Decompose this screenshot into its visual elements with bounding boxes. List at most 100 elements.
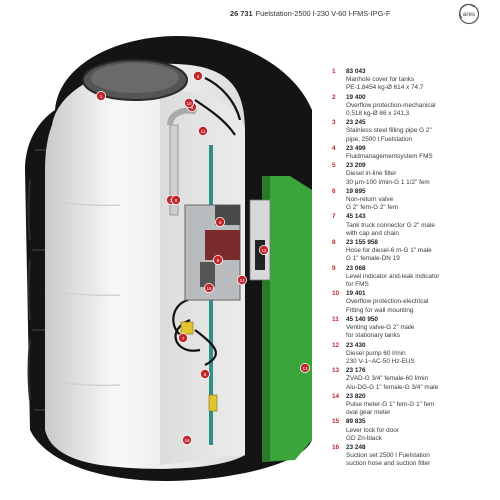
part-code: 23 209 xyxy=(346,162,366,170)
part-description: Overflow protection-electrical Fitting f… xyxy=(346,298,429,314)
part-code: 23 068 xyxy=(346,264,366,272)
part-number: 11 xyxy=(332,315,339,323)
callout-number: 5 xyxy=(191,105,194,110)
part-number: 7 xyxy=(332,213,336,221)
callout-number: 1 xyxy=(100,94,103,99)
callout-marker: 6 xyxy=(212,254,223,265)
part-code: 83 043 xyxy=(346,68,366,75)
part-number: 1 xyxy=(332,68,336,75)
part-description: Tank truck connector G 2" male with cap … xyxy=(346,221,435,237)
filling-pipe xyxy=(169,124,179,216)
part-number: 4 xyxy=(332,144,336,152)
brand-text: ares xyxy=(463,11,475,18)
callout-marker: 15 xyxy=(203,282,214,293)
callout-number: 9 xyxy=(175,198,178,203)
part-number: 14 xyxy=(332,392,340,400)
part-number: 16 xyxy=(332,443,340,451)
part-code: 45 140 950 xyxy=(346,315,378,323)
callout-number: 13 xyxy=(302,366,308,371)
part-description: Stainless steel filling pipe G 2" pipe, … xyxy=(346,127,432,143)
part-description: Diesel pump 60 l/min 230 V-1~AC-50 Hz-EU… xyxy=(346,349,415,365)
product-title: Fuelstation-2500 l-230 V-60 l-FMS-IPG-F xyxy=(255,9,391,18)
part-number: 8 xyxy=(332,239,336,247)
callout-number: 11 xyxy=(201,129,206,134)
part-number: 12 xyxy=(332,341,340,349)
part-number: 5 xyxy=(332,162,336,170)
callout-marker: 8 xyxy=(199,368,210,379)
part-code: 23 155 958 xyxy=(346,239,378,247)
part-code: 89 835 xyxy=(346,418,366,426)
callout-marker: 9 xyxy=(170,194,181,205)
part-code: 19 400 xyxy=(346,93,366,101)
part-code: 23 245 xyxy=(346,119,366,127)
part-code: 19 895 xyxy=(346,187,366,195)
callout-number: 15 xyxy=(206,286,212,291)
part-code: 23 248 xyxy=(346,443,366,451)
callout-number: 12 xyxy=(261,248,267,253)
callout-marker: 4 xyxy=(214,216,225,227)
part-number: 15 xyxy=(332,418,340,426)
callout-number: 6 xyxy=(217,258,220,263)
part-description: Fluidmanagementsystem FMS xyxy=(346,153,433,161)
part-code: 19 401 xyxy=(346,290,366,298)
part-description: ZVAD-G 3/4" female-60 l/min Alu-DG-G 1" … xyxy=(346,375,439,391)
part-description: Overflow protection-mechanical 0,518 kg-… xyxy=(346,101,436,118)
part-description: Level indicator and-leak indicator for F… xyxy=(346,272,440,289)
product-code: 26 731 xyxy=(230,9,253,18)
part-code: 23 430 xyxy=(346,341,366,349)
part-description: Lever lock for door GD Zn-black xyxy=(346,426,399,442)
part-code: 23 820 xyxy=(346,392,366,400)
callout-marker: 10 xyxy=(183,98,194,109)
callout-number: 7 xyxy=(182,336,185,341)
callout-marker: 14 xyxy=(236,274,247,285)
part-number: 10 xyxy=(332,290,340,298)
callout-marker: 12 xyxy=(258,244,269,255)
callout-marker: 2 xyxy=(192,71,203,82)
part-number: 9 xyxy=(332,264,336,272)
callout-marker: 16 xyxy=(181,434,192,445)
callout-marker: 1 xyxy=(96,91,107,102)
part-description: Manhole cover for tanks PE-1,8454 kg-Ø 6… xyxy=(346,76,424,92)
callout-number: 16 xyxy=(184,438,190,443)
part-description: Pulse meter-G 1" fem-G 1" fem oval gear … xyxy=(346,400,435,417)
ares-logo: ares xyxy=(458,3,480,25)
part-number: 6 xyxy=(332,187,336,195)
callout-marker: 11 xyxy=(197,126,208,137)
callout-number: 4 xyxy=(219,220,222,225)
callout-marker: 13 xyxy=(299,362,310,373)
part-description: Hose for diesel-6 m-G 1" male G 1" femal… xyxy=(346,247,432,263)
inner-tank-ribs xyxy=(45,199,121,387)
part-code: 23 499 xyxy=(346,144,366,152)
part-number: 3 xyxy=(332,119,336,127)
hose-nozzle xyxy=(208,394,218,412)
part-description: Suction set 2500 l Fuelstation suction h… xyxy=(346,452,431,468)
callout-number: 2 xyxy=(197,74,200,79)
part-description: Non-return valve G 2" fem-G 2" fem xyxy=(346,196,399,212)
green-door xyxy=(262,176,312,462)
callout-number: 10 xyxy=(186,101,192,106)
part-description: Diesel in-line filter 30 µm-100 l/min-G … xyxy=(346,170,430,186)
callout-number: 14 xyxy=(239,278,245,283)
callout-number: 8 xyxy=(204,372,207,377)
callout-marker: 7 xyxy=(177,332,188,343)
